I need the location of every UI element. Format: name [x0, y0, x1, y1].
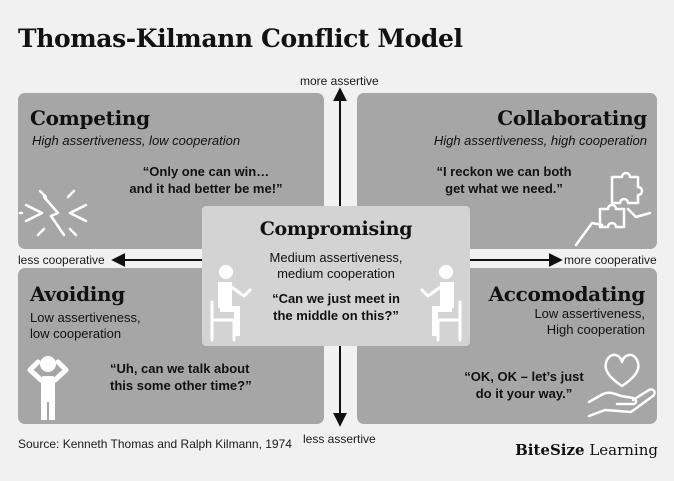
accommodating-quote: “OK, OK – let’s just do it your way.”: [449, 368, 599, 402]
compromising-subtitle-line-1: Medium assertiveness,: [269, 250, 403, 265]
avoiding-quote-line-1: “Uh, can we talk about: [110, 361, 250, 376]
brand-rest: Learning: [584, 441, 658, 459]
accommodating-subtitle-line-1: Low assertiveness,: [534, 306, 645, 321]
accommodating-quote-line-2: do it your way.”: [475, 386, 573, 401]
competing-quote: “Only one can win… and it had better be …: [116, 163, 296, 197]
competing-subtitle: High assertiveness, low cooperation: [32, 133, 241, 148]
clash-icon: [18, 189, 88, 237]
compromising-quote-line-2: the middle on this?”: [273, 308, 399, 323]
axis-label-more-cooperative: more cooperative: [564, 253, 657, 267]
accommodating-title: Accomodating: [488, 282, 646, 306]
axis-label-less-cooperative: less cooperative: [18, 253, 105, 267]
seated-person-right-icon: [420, 265, 462, 342]
axis-label-more-assertive: more assertive: [300, 74, 379, 88]
avoiding-quote-line-2: this some other time?”: [110, 378, 252, 393]
competing-quote-line-2: and it had better be me!”: [129, 181, 283, 196]
avoiding-subtitle-line-2: low cooperation: [30, 326, 122, 341]
avoiding-subtitle: Low assertiveness, low cooperation: [30, 310, 141, 342]
compromising-quote: “Can we just meet in the middle on this?…: [202, 290, 470, 324]
collaborating-quote: “I reckon we can both get what we need.”: [419, 163, 589, 197]
avoiding-quote: “Uh, can we talk about this some other t…: [110, 360, 290, 394]
seated-person-left-icon: [210, 265, 252, 342]
brand-bold: BiteSize: [515, 441, 585, 459]
page-title: Thomas-Kilmann Conflict Model: [18, 24, 463, 53]
compromising-title: Compromising: [259, 218, 413, 240]
collaborating-title: Collaborating: [497, 106, 647, 130]
accommodating-subtitle: Low assertiveness, High cooperation: [534, 306, 645, 338]
axis-label-less-assertive: less assertive: [303, 432, 376, 446]
compromising-subtitle: Medium assertiveness, medium cooperation: [202, 250, 470, 282]
collaborating-subtitle: High assertiveness, high cooperation: [433, 133, 647, 148]
accommodating-subtitle-line-2: High cooperation: [546, 322, 645, 337]
brand-logo: BiteSize Learning: [515, 441, 658, 459]
competing-title: Competing: [30, 106, 150, 130]
puzzle-hands-icon: [574, 171, 652, 247]
quadrant-accommodating: Accomodating Low assertiveness, High coo…: [357, 268, 657, 424]
avoiding-title: Avoiding: [30, 282, 125, 306]
quadrant-competing: Competing High assertiveness, low cooper…: [18, 93, 324, 249]
source-citation: Source: Kenneth Thomas and Ralph Kilmann…: [18, 437, 292, 451]
compromising-quote-line-1: “Can we just meet in: [272, 291, 400, 306]
collaborating-quote-line-1: “I reckon we can both: [436, 164, 572, 179]
avoiding-subtitle-line-1: Low assertiveness,: [30, 310, 141, 325]
accommodating-quote-line-1: “OK, OK – let’s just: [464, 369, 584, 384]
compromising-subtitle-line-2: medium cooperation: [277, 266, 395, 281]
compromising-box: Compromising Medium assertiveness, mediu…: [202, 206, 470, 346]
hands-over-ears-icon: [27, 356, 69, 420]
collaborating-quote-line-2: get what we need.”: [445, 181, 563, 196]
heart-hand-icon: [587, 353, 656, 418]
competing-quote-line-1: “Only one can win…: [142, 164, 270, 179]
